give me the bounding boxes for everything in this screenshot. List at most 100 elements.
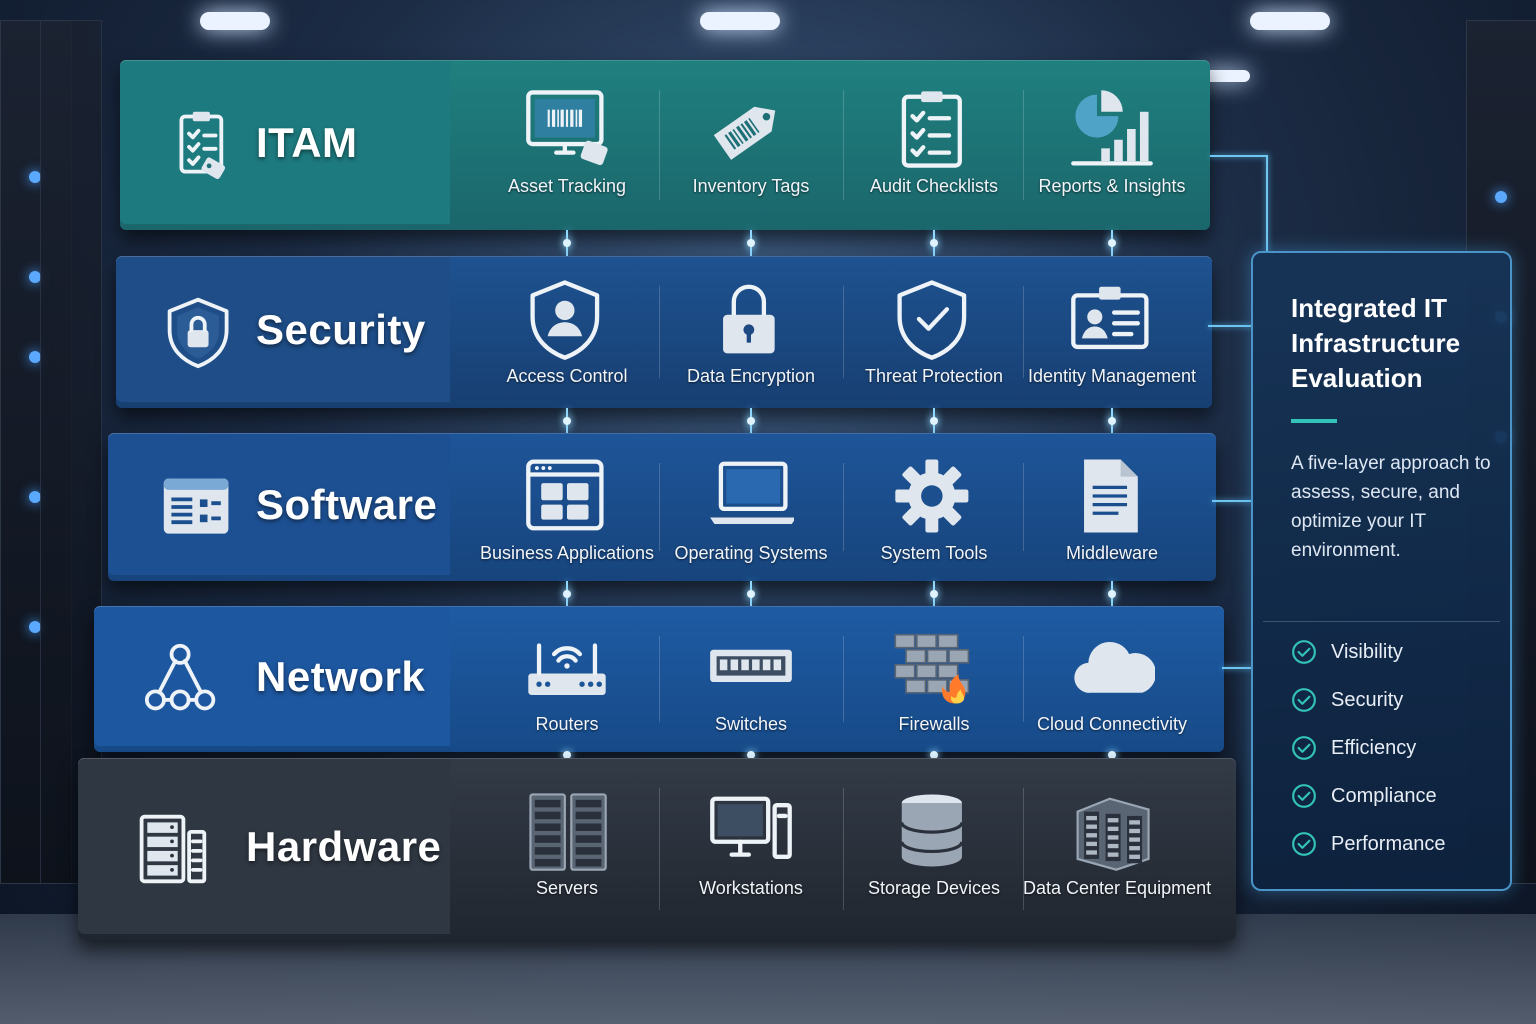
benefit-item: Compliance — [1291, 781, 1437, 811]
server-rack-left — [40, 20, 102, 884]
item-label: Storage Devices — [867, 878, 1001, 898]
item-divider — [842, 90, 844, 200]
monitor-barcode-icon — [526, 90, 608, 166]
connector-node — [563, 239, 571, 247]
shield-lock-icon — [167, 297, 229, 369]
firewall-icon — [894, 633, 970, 704]
item-divider — [1023, 636, 1024, 722]
item-label: System Tools — [880, 543, 988, 563]
layer-item: Workstations — [662, 790, 840, 899]
item-divider — [1023, 788, 1024, 910]
connector-node — [930, 751, 938, 759]
panel-accent-bar — [1291, 419, 1337, 423]
id-card-icon — [1071, 286, 1149, 350]
servers-icon — [529, 793, 607, 871]
item-label: Threat Protection — [864, 366, 1004, 386]
layer-item: Audit Checklists — [845, 88, 1023, 197]
connector-node — [1108, 751, 1116, 759]
check-circle-icon — [1292, 688, 1316, 712]
item-divider — [842, 788, 844, 910]
item-label: Data Center Equipment — [1023, 878, 1212, 898]
item-label: Business Applications — [479, 543, 655, 563]
check-circle-icon — [1292, 640, 1316, 664]
benefit-label: Security — [1331, 688, 1404, 711]
connector-node — [563, 751, 571, 759]
connector-node — [1108, 589, 1116, 598]
panel-connector — [1208, 325, 1252, 327]
server-rack-icon — [139, 814, 207, 884]
connector-node — [563, 416, 571, 425]
layer-item: Switches — [662, 626, 840, 735]
pie-bar-chart-icon — [1071, 90, 1153, 166]
panel-description: A five-layer approach to assess, secure,… — [1291, 453, 1491, 561]
layer-item: Operating Systems — [662, 455, 840, 564]
app-grid-icon — [526, 459, 604, 531]
workstation-icon — [710, 796, 792, 859]
connector-node — [930, 416, 938, 425]
ceiling-light — [1200, 70, 1250, 82]
connector-node — [930, 239, 938, 247]
connector-node — [747, 589, 755, 598]
app-window-icon — [163, 478, 229, 534]
gear-icon — [895, 459, 969, 533]
item-label: Firewalls — [898, 714, 970, 734]
layer-header — [116, 256, 450, 402]
connector-node — [747, 416, 755, 425]
item-divider — [1023, 286, 1024, 378]
router-icon — [528, 643, 606, 695]
item-label: Operating Systems — [674, 543, 828, 563]
layer-item: Reports & Insights — [1023, 88, 1201, 197]
benefit-label: Compliance — [1331, 784, 1437, 807]
benefit-item: Visibility — [1291, 637, 1403, 667]
layer-item: Identity Management — [1023, 278, 1201, 387]
layer-item: Firewalls — [845, 626, 1023, 735]
layer-item: Cloud Connectivity — [1023, 626, 1201, 735]
check-circle-icon — [1292, 784, 1316, 808]
shield-check-icon — [897, 280, 967, 360]
item-label: Audit Checklists — [869, 176, 999, 196]
data-center-icon — [1076, 797, 1150, 871]
ceiling-light — [700, 12, 780, 30]
layer-header — [94, 606, 450, 746]
check-circle-icon — [1292, 832, 1316, 856]
document-icon — [1084, 459, 1138, 533]
summary-panel: Integrated IT Infrastructure Evaluation … — [1251, 251, 1512, 891]
tag-barcode-icon — [713, 106, 776, 160]
connector-node — [930, 589, 938, 598]
layer-item: Access Control — [478, 278, 656, 387]
item-divider — [659, 788, 660, 910]
layer-item: Middleware — [1023, 455, 1201, 564]
panel-connector — [1266, 155, 1268, 253]
item-label: Workstations — [699, 878, 803, 898]
connector-node — [563, 589, 571, 598]
layer-title: Network — [256, 653, 426, 700]
item-label: Data Encryption — [686, 366, 816, 386]
layer-item: System Tools — [845, 455, 1023, 564]
check-circle-icon — [1292, 736, 1316, 760]
item-label: Access Control — [506, 366, 628, 386]
layer-title: Security — [256, 306, 426, 353]
layer-item: Inventory Tags — [662, 88, 840, 197]
item-divider — [842, 636, 844, 722]
switch-icon — [710, 649, 792, 683]
item-label: Asset Tracking — [507, 176, 627, 196]
connector-node — [747, 751, 755, 759]
connector-node — [747, 239, 755, 247]
benefit-item: Security — [1291, 685, 1403, 715]
layer-item: Data Center Equipment — [1023, 790, 1212, 899]
layer-title: Software — [256, 481, 438, 528]
layer-header — [120, 60, 450, 224]
item-divider — [1023, 90, 1024, 200]
item-label: Cloud Connectivity — [1036, 714, 1188, 734]
layer-item: Threat Protection — [845, 278, 1023, 387]
network-nodes-icon — [144, 643, 216, 711]
item-label: Switches — [714, 714, 788, 734]
laptop-icon — [710, 461, 794, 524]
benefit-item: Performance — [1291, 829, 1446, 859]
item-divider — [659, 90, 660, 200]
layer-item: Servers — [478, 790, 656, 899]
layer-item: Asset Tracking — [478, 88, 656, 197]
item-divider — [842, 286, 844, 378]
item-label: Servers — [535, 878, 598, 898]
layer-title: Hardware — [246, 823, 442, 870]
